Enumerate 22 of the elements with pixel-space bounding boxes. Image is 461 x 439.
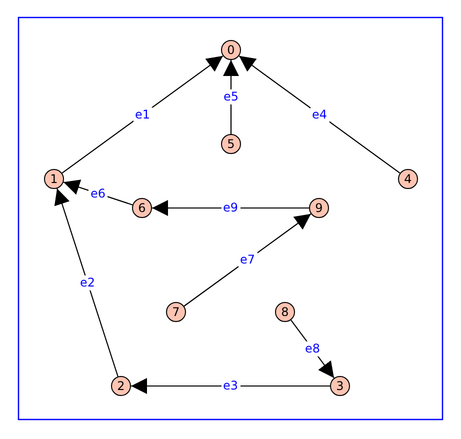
edge-label: e8 xyxy=(302,341,322,357)
edge-label: e4 xyxy=(310,106,330,122)
arrow xyxy=(223,60,239,134)
edge-label: e1 xyxy=(132,106,152,122)
graph-vertex: 6 xyxy=(132,198,152,218)
graph-vertex: 8 xyxy=(275,302,295,322)
arrow xyxy=(131,378,330,394)
arrow xyxy=(152,200,309,216)
arrow xyxy=(290,320,334,378)
graph-vertex: 0 xyxy=(221,40,241,60)
graph-vertex: 5 xyxy=(221,134,241,154)
graph-vertex: 1 xyxy=(44,169,64,189)
edge-label: e7 xyxy=(238,252,258,268)
arrow xyxy=(184,213,312,307)
graph-vertex: 9 xyxy=(309,198,329,218)
graph-vertex: 4 xyxy=(398,169,418,189)
graph-vertex: 2 xyxy=(111,376,131,396)
graph-vertex: 3 xyxy=(330,376,350,396)
arrow xyxy=(62,55,224,174)
arrow xyxy=(54,188,118,377)
arrow xyxy=(238,55,400,174)
graph-vertex: 7 xyxy=(166,302,186,322)
